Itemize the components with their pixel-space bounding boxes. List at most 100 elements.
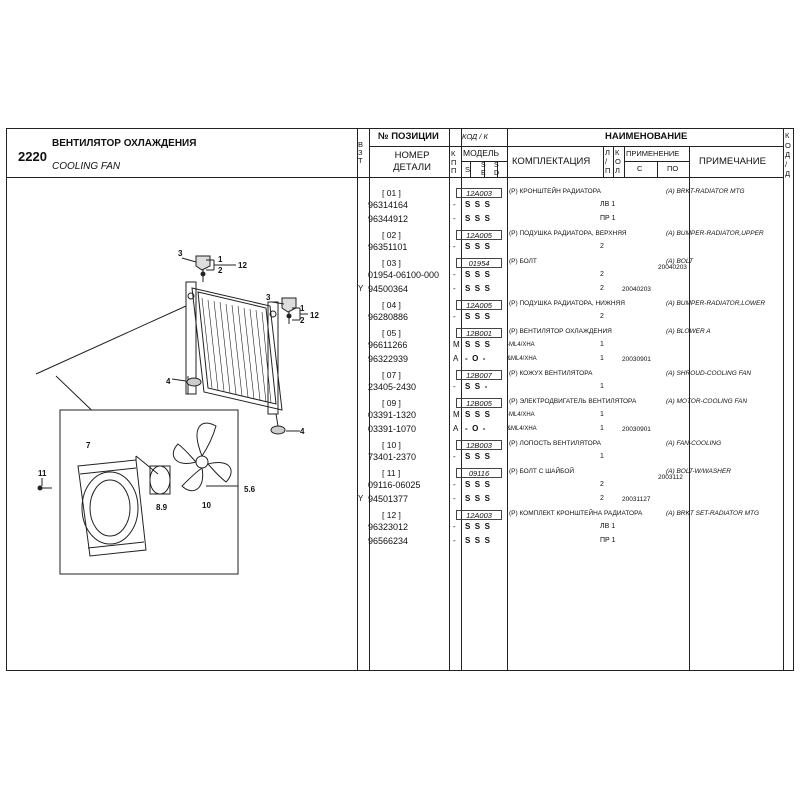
row-kpp: - — [453, 382, 456, 391]
description-en: (A) BRKT-RADIATOR MTG — [666, 188, 745, 195]
row-quantity: ПР 1 — [600, 215, 616, 222]
row-from-date: 20030901 — [622, 356, 651, 363]
position-number: [ 10 ] — [382, 440, 401, 450]
header-from: С — [637, 164, 643, 173]
part-number[interactable]: 96566234 — [368, 536, 409, 546]
part-number[interactable]: 96344912 — [368, 214, 409, 224]
fan-motor-drawing — [135, 455, 171, 495]
part-number[interactable]: 03391-1320 — [368, 410, 417, 420]
row-quantity: 1 — [600, 453, 604, 460]
radiator-drawing — [185, 281, 283, 427]
row-kpp: - — [453, 242, 456, 251]
header-name: НАИМЕНОВАНИЕ — [605, 131, 688, 142]
label-12-right: 12 — [310, 311, 319, 320]
part-number[interactable]: 96280886 — [368, 312, 409, 322]
description-ru: (P) ВЕНТИЛЯТОР ОХЛАЖДЕНИЯ — [509, 328, 612, 335]
model-applicability: S S S — [465, 284, 490, 293]
model-applicability: S S S — [465, 242, 490, 251]
header-bottom-line — [7, 177, 783, 178]
description-en: (A) BUMPER-RADIATOR,UPPER — [666, 230, 764, 237]
table-row[interactable] — [356, 215, 786, 227]
header-vzt: В З Т — [358, 140, 364, 165]
row-from-date: 20031127 — [622, 496, 651, 503]
model-applicability: S S S — [465, 270, 490, 279]
row-kpp: - — [453, 214, 456, 223]
row-kpp: - — [453, 452, 456, 461]
model-applicability: S S - — [465, 382, 488, 391]
table-row[interactable] — [356, 383, 786, 395]
position-number: [ 02 ] — [382, 230, 401, 240]
model-applicability: - O - — [465, 424, 486, 433]
header-position: № ПОЗИЦИИ — [378, 131, 439, 142]
table-row[interactable] — [356, 523, 786, 535]
header-model-s2: S E — [481, 162, 486, 177]
label-3-right: 3 — [266, 293, 271, 302]
table-row[interactable] — [356, 481, 786, 493]
header-model: МОДЕЛЬ — [463, 148, 500, 158]
code-box: 12B003 — [456, 440, 502, 450]
description-ru: (P) БОЛТ С ШАЙБОЙ — [509, 468, 575, 475]
model-applicability: S S S — [465, 536, 490, 545]
upper-bracket-left — [181, 255, 236, 282]
table-row[interactable] — [356, 285, 786, 297]
part-number[interactable]: 23405-2430 — [368, 382, 417, 392]
row-quantity: 2 — [600, 271, 604, 278]
row-quantity: 1 — [600, 355, 604, 362]
header-model-s1: S — [465, 165, 471, 174]
table-row[interactable] — [356, 341, 786, 353]
table-row[interactable] — [356, 425, 786, 437]
part-number[interactable]: 03391-1070 — [368, 424, 417, 434]
description-en: (A) SHROUD-COOLING FAN — [666, 370, 752, 377]
table-row[interactable] — [356, 313, 786, 325]
section-number: 2220 — [18, 149, 47, 164]
model-applicability: S S S — [465, 480, 490, 489]
part-number[interactable]: 96322939 — [368, 354, 409, 364]
part-number[interactable]: 96314164 — [368, 200, 409, 210]
row-kpp: M — [453, 340, 460, 349]
row-quantity: ПР 1 — [600, 537, 616, 544]
table-row[interactable] — [356, 243, 786, 255]
row-quantity: 2 — [600, 495, 604, 502]
model-applicability: - O - — [465, 354, 486, 363]
part-number[interactable]: 96323012 — [368, 522, 409, 532]
row-kpp: - — [453, 270, 456, 279]
table-row[interactable] — [356, 411, 786, 423]
label-4-left: 4 — [166, 377, 171, 386]
part-number[interactable]: 73401-2370 — [368, 452, 417, 462]
header-kod: К О Д / Д — [785, 131, 791, 178]
table-row[interactable] — [356, 453, 786, 465]
row-kit: &ML4/XHA — [507, 426, 537, 432]
label-5-6: 5.6 — [244, 485, 256, 494]
model-applicability: S S S — [465, 214, 490, 223]
part-number[interactable]: 09116-06025 — [368, 480, 421, 490]
row-quantity: 2 — [600, 285, 604, 292]
row-quantity: ЛВ 1 — [600, 523, 616, 530]
row-quantity: 1 — [600, 425, 604, 432]
code-box: 12A005 — [456, 230, 502, 240]
row-quantity: 1 — [600, 341, 604, 348]
table-row[interactable] — [356, 355, 786, 367]
code-box: 09116 — [456, 468, 502, 478]
header-to: ПО — [667, 164, 679, 173]
part-number[interactable]: 96351101 — [368, 242, 408, 252]
model-applicability: S S S — [465, 494, 490, 503]
label-10: 10 — [202, 501, 211, 510]
part-number[interactable]: 96611266 — [368, 340, 408, 350]
description-en: (A) BOLT-W/WASHER — [666, 468, 731, 475]
label-4-right: 4 — [300, 427, 305, 436]
code-box: 12B005 — [456, 398, 502, 408]
row-kpp: - — [453, 284, 456, 293]
part-number[interactable]: 94500364 — [368, 284, 409, 294]
section-title-en: COOLING FAN — [52, 161, 121, 172]
header-part-number: НОМЕР ДЕТАЛИ — [393, 150, 431, 173]
table-row[interactable] — [356, 495, 786, 507]
position-number: [ 12 ] — [382, 510, 401, 520]
position-number: [ 11 ] — [382, 468, 401, 478]
part-number[interactable]: 01954-06100-000 — [368, 270, 440, 280]
table-row[interactable] — [356, 537, 786, 549]
row-quantity: 1 — [600, 383, 604, 390]
part-number[interactable]: 94501377 — [368, 494, 409, 504]
position-number: [ 04 ] — [382, 300, 401, 310]
table-row[interactable] — [356, 201, 786, 213]
description-ru: (P) ПОДУШКА РАДИАТОРА, ВЕРХНЯЯ — [509, 230, 627, 237]
